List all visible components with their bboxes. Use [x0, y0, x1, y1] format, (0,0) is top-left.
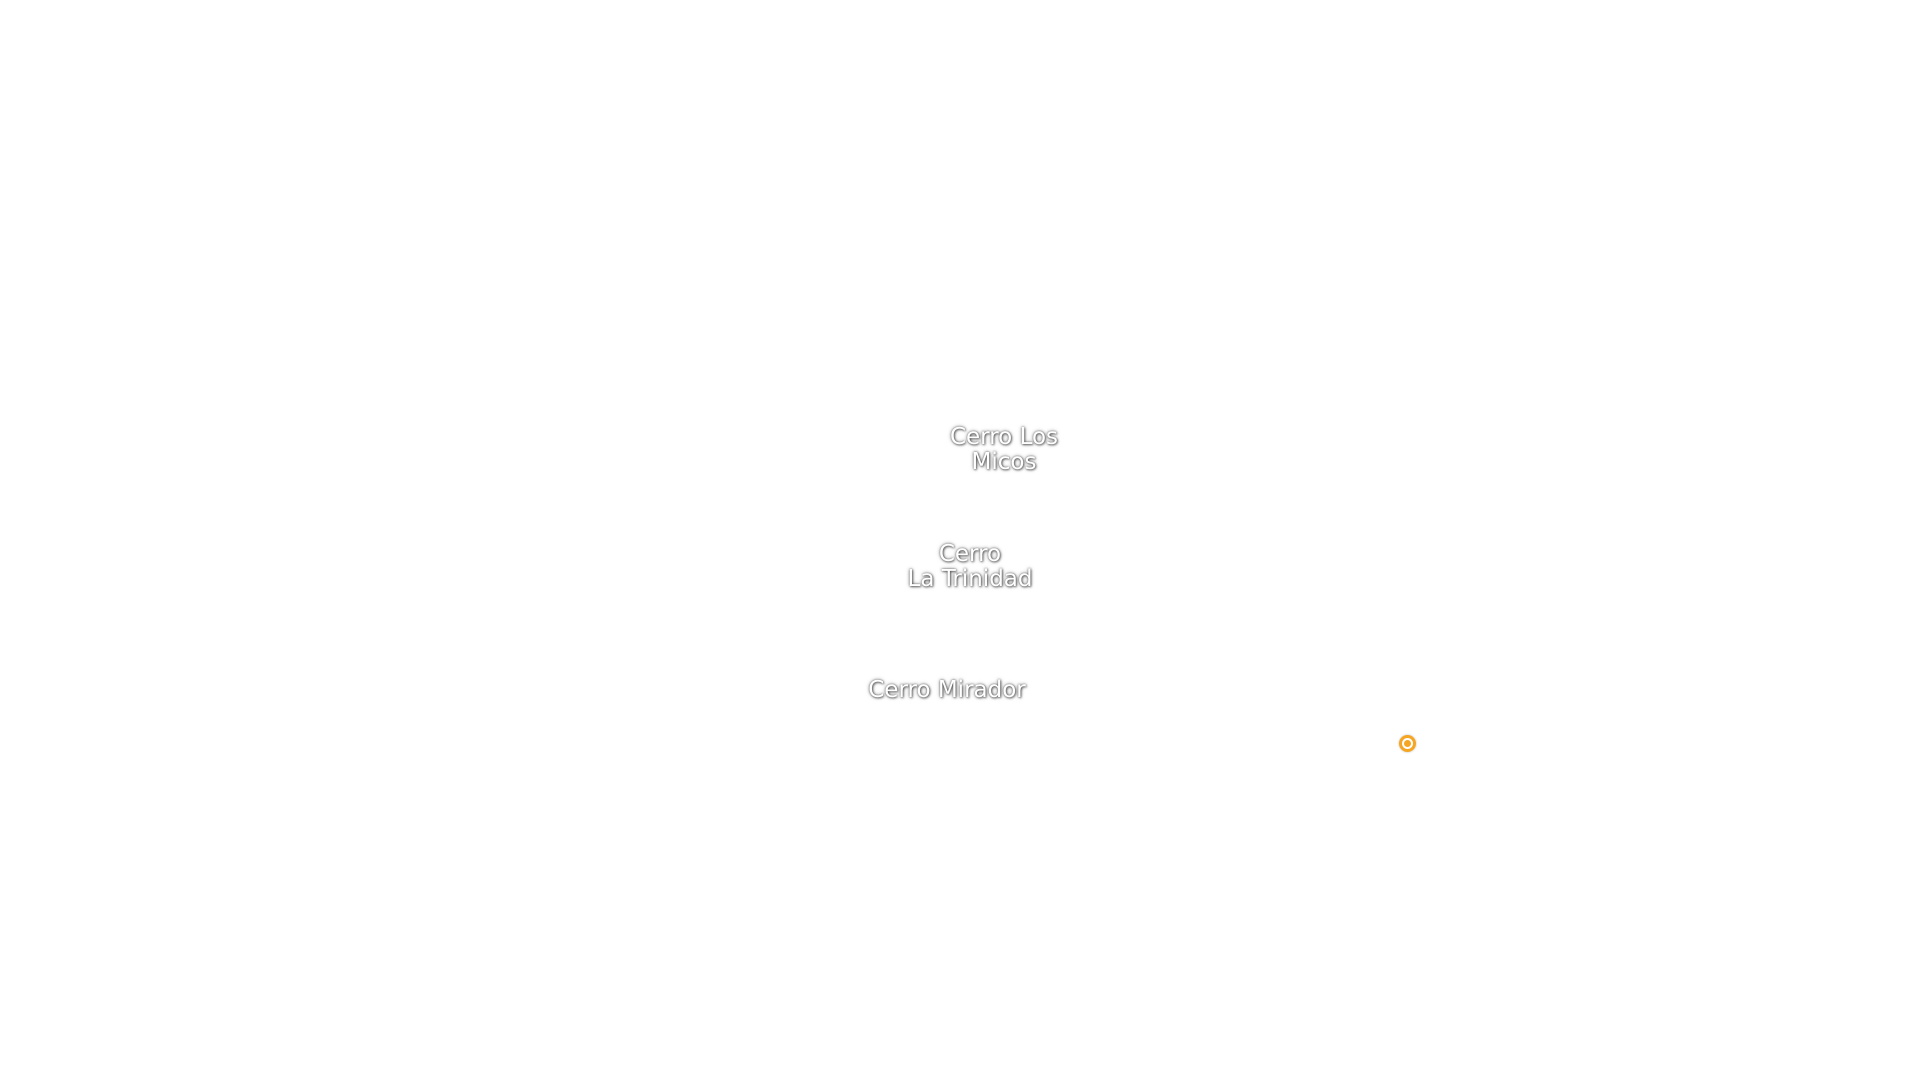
- place-label-cerro-los-micos: Cerro Los Micos: [949, 424, 1059, 475]
- location-dot-icon[interactable]: [1399, 735, 1416, 752]
- place-label-cerro-mirador: Cerro Mirador: [868, 677, 1026, 703]
- place-label-cerro-la-trinidad: Cerro La Trinidad: [907, 541, 1033, 592]
